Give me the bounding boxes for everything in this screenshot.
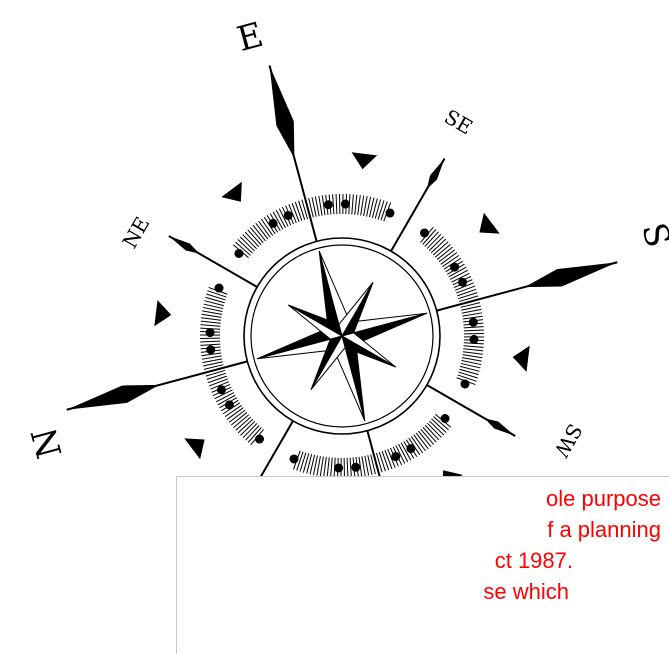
tick-mark bbox=[355, 195, 357, 215]
tick-mark bbox=[463, 352, 483, 355]
tick-mark bbox=[208, 376, 227, 383]
dot-marker bbox=[450, 263, 459, 272]
triangle-marker bbox=[352, 152, 378, 169]
tick-mark bbox=[456, 286, 475, 293]
dot-marker bbox=[269, 219, 278, 228]
dot-marker bbox=[215, 284, 224, 293]
dot-marker bbox=[391, 452, 400, 461]
tick-mark bbox=[299, 201, 305, 220]
tick-mark bbox=[378, 200, 384, 219]
tick-mark bbox=[202, 356, 222, 359]
tick-mark bbox=[317, 456, 321, 476]
tick-mark bbox=[331, 458, 333, 478]
tick-mark bbox=[201, 318, 221, 321]
label-southeast: SE bbox=[440, 104, 477, 139]
tick-mark bbox=[336, 194, 337, 214]
tick-mark bbox=[385, 450, 392, 469]
tick-mark bbox=[202, 314, 222, 317]
triangle-marker bbox=[221, 182, 242, 202]
tick-mark bbox=[379, 452, 385, 471]
tick-mark bbox=[347, 458, 348, 478]
dot-marker bbox=[284, 211, 293, 220]
dot-marker bbox=[420, 228, 429, 237]
dot-marker bbox=[406, 444, 415, 453]
label-northeast: NE bbox=[118, 213, 155, 253]
tick-mark bbox=[457, 289, 476, 296]
east-arrow-head bbox=[270, 66, 295, 159]
tick-mark bbox=[458, 293, 477, 299]
north-arrow-head bbox=[67, 385, 160, 410]
tick-mark bbox=[333, 194, 334, 214]
notice-line: f a planning bbox=[547, 518, 661, 542]
tick-mark bbox=[324, 457, 327, 477]
dot-marker bbox=[324, 200, 333, 209]
dot-marker bbox=[255, 435, 264, 444]
dot-marker bbox=[341, 200, 350, 209]
dot-marker bbox=[206, 345, 215, 354]
tick-mark bbox=[464, 346, 484, 348]
tick-mark bbox=[292, 203, 299, 222]
label-east: E bbox=[233, 15, 267, 60]
tick-mark bbox=[209, 379, 228, 386]
southeast-arrow-head bbox=[427, 159, 445, 189]
tick-mark bbox=[202, 311, 222, 315]
tick-mark bbox=[358, 195, 361, 215]
tick-mark bbox=[327, 457, 329, 477]
south-arrow-head bbox=[525, 262, 618, 287]
tick-mark bbox=[463, 349, 483, 351]
triangle-marker bbox=[184, 438, 204, 459]
tick-mark bbox=[382, 451, 389, 470]
notice-line: se which bbox=[483, 580, 569, 604]
tick-mark bbox=[350, 458, 351, 478]
tick-mark bbox=[319, 196, 322, 216]
tick-mark bbox=[352, 194, 354, 214]
tick-mark bbox=[464, 330, 484, 331]
dot-marker bbox=[217, 385, 226, 394]
tick-mark bbox=[463, 355, 483, 358]
tick-mark bbox=[459, 372, 478, 378]
dot-marker bbox=[234, 249, 243, 258]
triangle-marker bbox=[154, 300, 171, 326]
tick-mark bbox=[201, 321, 221, 323]
tick-mark bbox=[206, 294, 225, 300]
label-southwest: SW bbox=[549, 420, 587, 462]
dot-marker bbox=[290, 454, 299, 463]
dot-marker bbox=[206, 328, 215, 337]
dot-marker bbox=[469, 318, 478, 327]
triangle-marker bbox=[513, 346, 530, 372]
tick-mark bbox=[295, 202, 302, 221]
tick-mark bbox=[362, 456, 365, 476]
dot-marker bbox=[469, 335, 478, 344]
notice-box: ole purpose f a planning ct 1987. se whi… bbox=[176, 476, 669, 654]
notice-line: ole purpose bbox=[546, 487, 661, 511]
tick-mark bbox=[320, 457, 323, 477]
tick-mark bbox=[200, 341, 220, 342]
dot-marker bbox=[225, 400, 234, 409]
tick-mark bbox=[300, 453, 306, 472]
tick-mark bbox=[364, 196, 368, 216]
label-south: S bbox=[633, 219, 669, 252]
tick-mark bbox=[462, 358, 482, 362]
dot-marker bbox=[385, 209, 394, 218]
label-north: N bbox=[24, 423, 70, 462]
dot-marker bbox=[458, 278, 467, 287]
northeast-arrow-head bbox=[169, 236, 200, 254]
dot-marker bbox=[351, 463, 360, 472]
dot-marker bbox=[441, 414, 450, 423]
tick-mark bbox=[361, 196, 364, 216]
dot-marker bbox=[334, 463, 343, 472]
dot-marker bbox=[460, 379, 469, 388]
tick-mark bbox=[464, 327, 484, 328]
southwest-arrow-head bbox=[485, 418, 516, 436]
tick-mark bbox=[200, 344, 220, 345]
tick-mark bbox=[462, 313, 482, 316]
tick-mark bbox=[200, 325, 220, 327]
tick-mark bbox=[207, 373, 226, 379]
triangle-marker bbox=[479, 213, 499, 234]
notice-line: ct 1987. bbox=[495, 549, 573, 573]
